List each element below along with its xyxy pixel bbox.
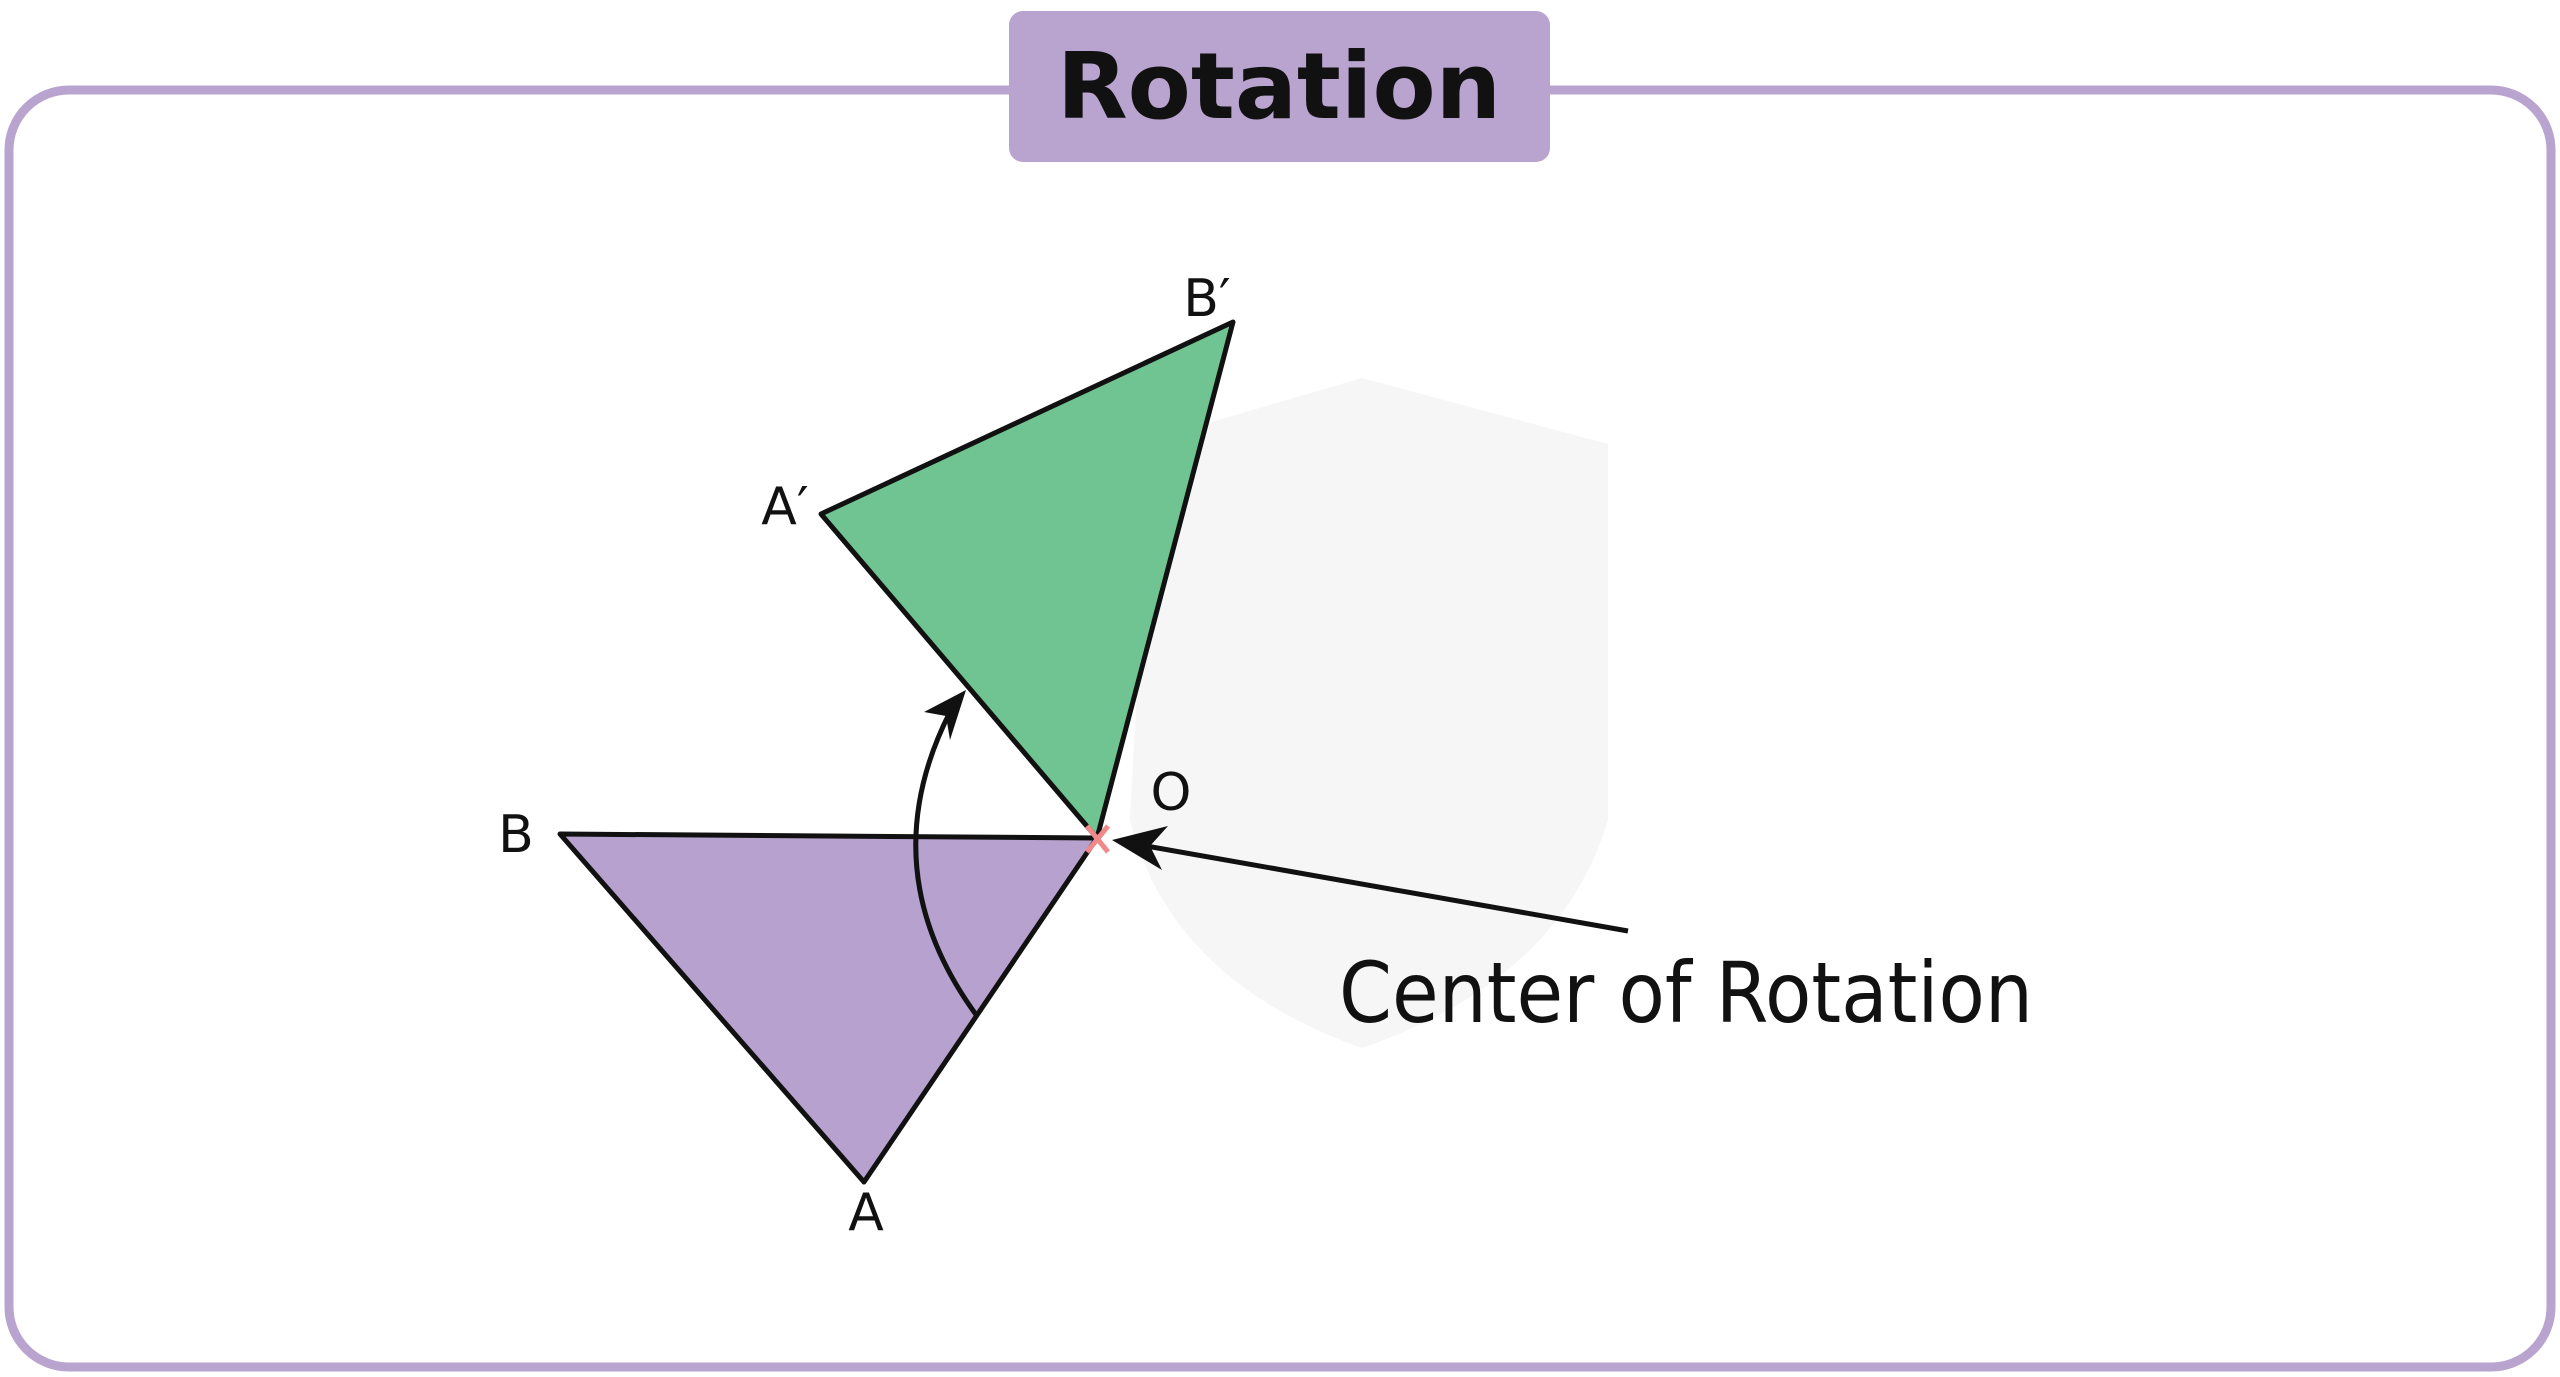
rotation-arrowhead-icon [924,690,966,740]
label-a-prime: A′ [761,477,808,537]
rotated-triangle [818,319,1236,841]
title: Rotation [1057,33,1501,140]
label-o: O [1151,763,1192,823]
label-b: B [498,805,534,865]
center-pointer-line [1134,841,1629,934]
label-b-prime: B′ [1183,269,1230,329]
label-a: A [848,1183,884,1243]
title-box [1009,11,1550,162]
rotation-arc-arrow [913,710,980,1018]
original-triangle [557,831,1100,1185]
center-mark-icon [1085,824,1110,854]
watermark-shield [1130,378,1608,1048]
center-of-rotation-label: Center of Rotation [1339,944,2033,1042]
center-pointer-arrowhead-icon [1112,826,1168,870]
